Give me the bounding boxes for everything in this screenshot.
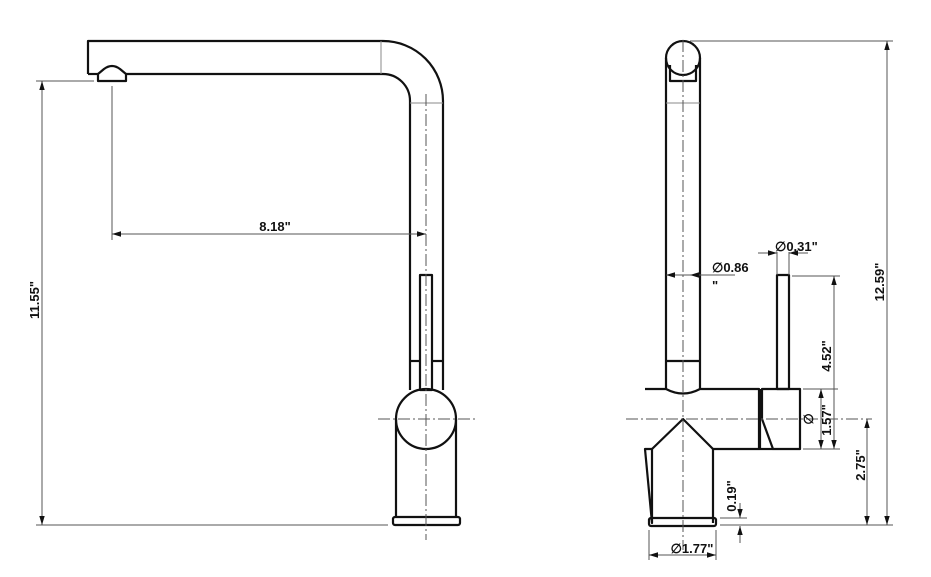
- body-block: [643, 387, 761, 525]
- front-view: ∅0.86 " ∅0.31" 4.52" ∅ 1.57" 2.75" 12.59…: [626, 39, 893, 560]
- dimension-overall-height: 12.59": [872, 263, 887, 302]
- handle-lever: [418, 273, 434, 392]
- dimension-body-diameter: 1.57": [819, 404, 834, 435]
- dimension-spout-diameter: ∅0.86: [712, 260, 749, 275]
- dimension-base-diameter: ∅1.77": [671, 541, 714, 556]
- dimension-spout-height: 11.55": [27, 281, 42, 319]
- handle-lever-front: [775, 273, 791, 391]
- dimension-body-diameter-symbol: ∅: [801, 413, 816, 424]
- dimension-body-center-height: 2.75": [853, 449, 868, 480]
- dimension-base-thickness: 0.19": [724, 480, 739, 511]
- dimension-handle-diameter: ∅0.31": [775, 239, 818, 254]
- handle-cartridge: [760, 387, 802, 451]
- aerator: [96, 64, 128, 83]
- dimension-handle-height: 4.52": [819, 340, 834, 371]
- dimension-spout-reach: 8.18": [259, 219, 290, 234]
- spout-outline: [86, 39, 445, 390]
- dimension-spout-diameter-unit: ": [712, 278, 718, 293]
- side-view: 8.18" 11.55": [27, 39, 476, 540]
- spout-inner-outline: [126, 72, 412, 390]
- spout-tube: [664, 58, 702, 390]
